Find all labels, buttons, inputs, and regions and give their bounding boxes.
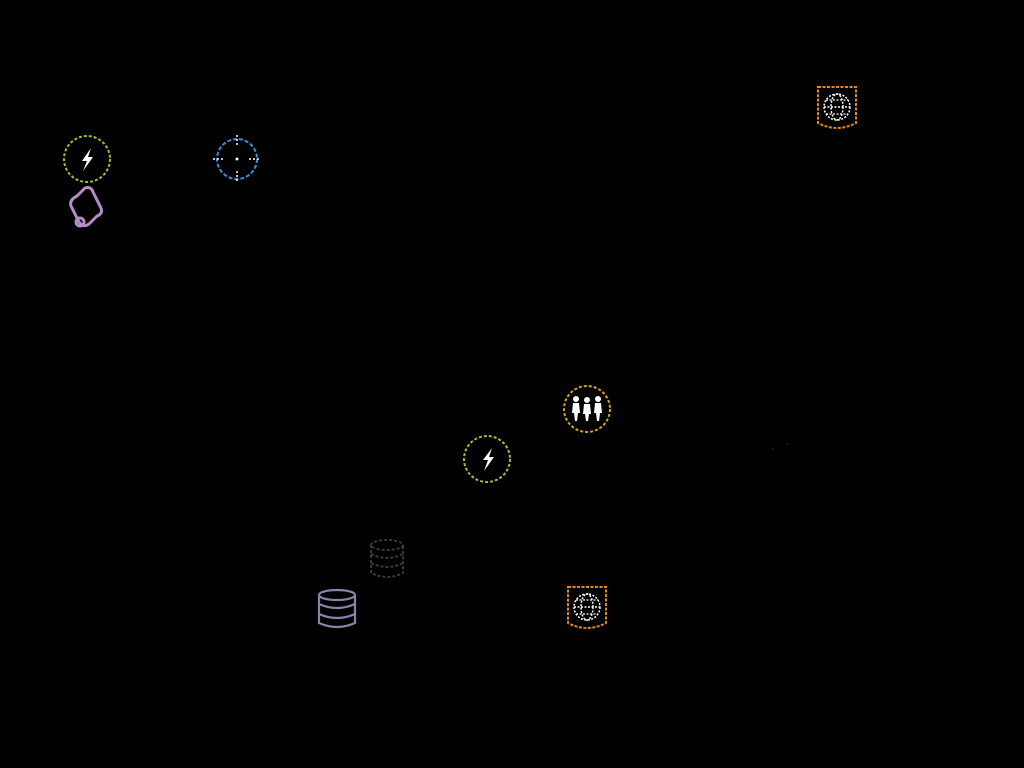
database-icon [317, 588, 357, 629]
database-icon [370, 539, 404, 578]
people-icon [563, 385, 611, 433]
faint-marker [768, 440, 792, 454]
lightning-token-a[interactable] [61, 133, 113, 185]
people-token[interactable] [561, 383, 613, 435]
dot-icon [772, 443, 788, 450]
stack-token[interactable] [311, 583, 363, 635]
globe-token-a[interactable] [811, 83, 863, 135]
scroll-icon [69, 186, 103, 228]
globe-token-b[interactable] [561, 583, 613, 635]
target-token[interactable] [211, 133, 263, 185]
stack-token-dark[interactable] [361, 533, 413, 585]
crosshair-icon [213, 135, 261, 183]
globe-icon [817, 86, 857, 129]
lightning-icon [63, 135, 111, 183]
scroll-token[interactable] [61, 182, 113, 234]
lightning-icon [463, 435, 511, 483]
globe-icon [567, 586, 607, 629]
lightning-token-b[interactable] [461, 433, 513, 485]
